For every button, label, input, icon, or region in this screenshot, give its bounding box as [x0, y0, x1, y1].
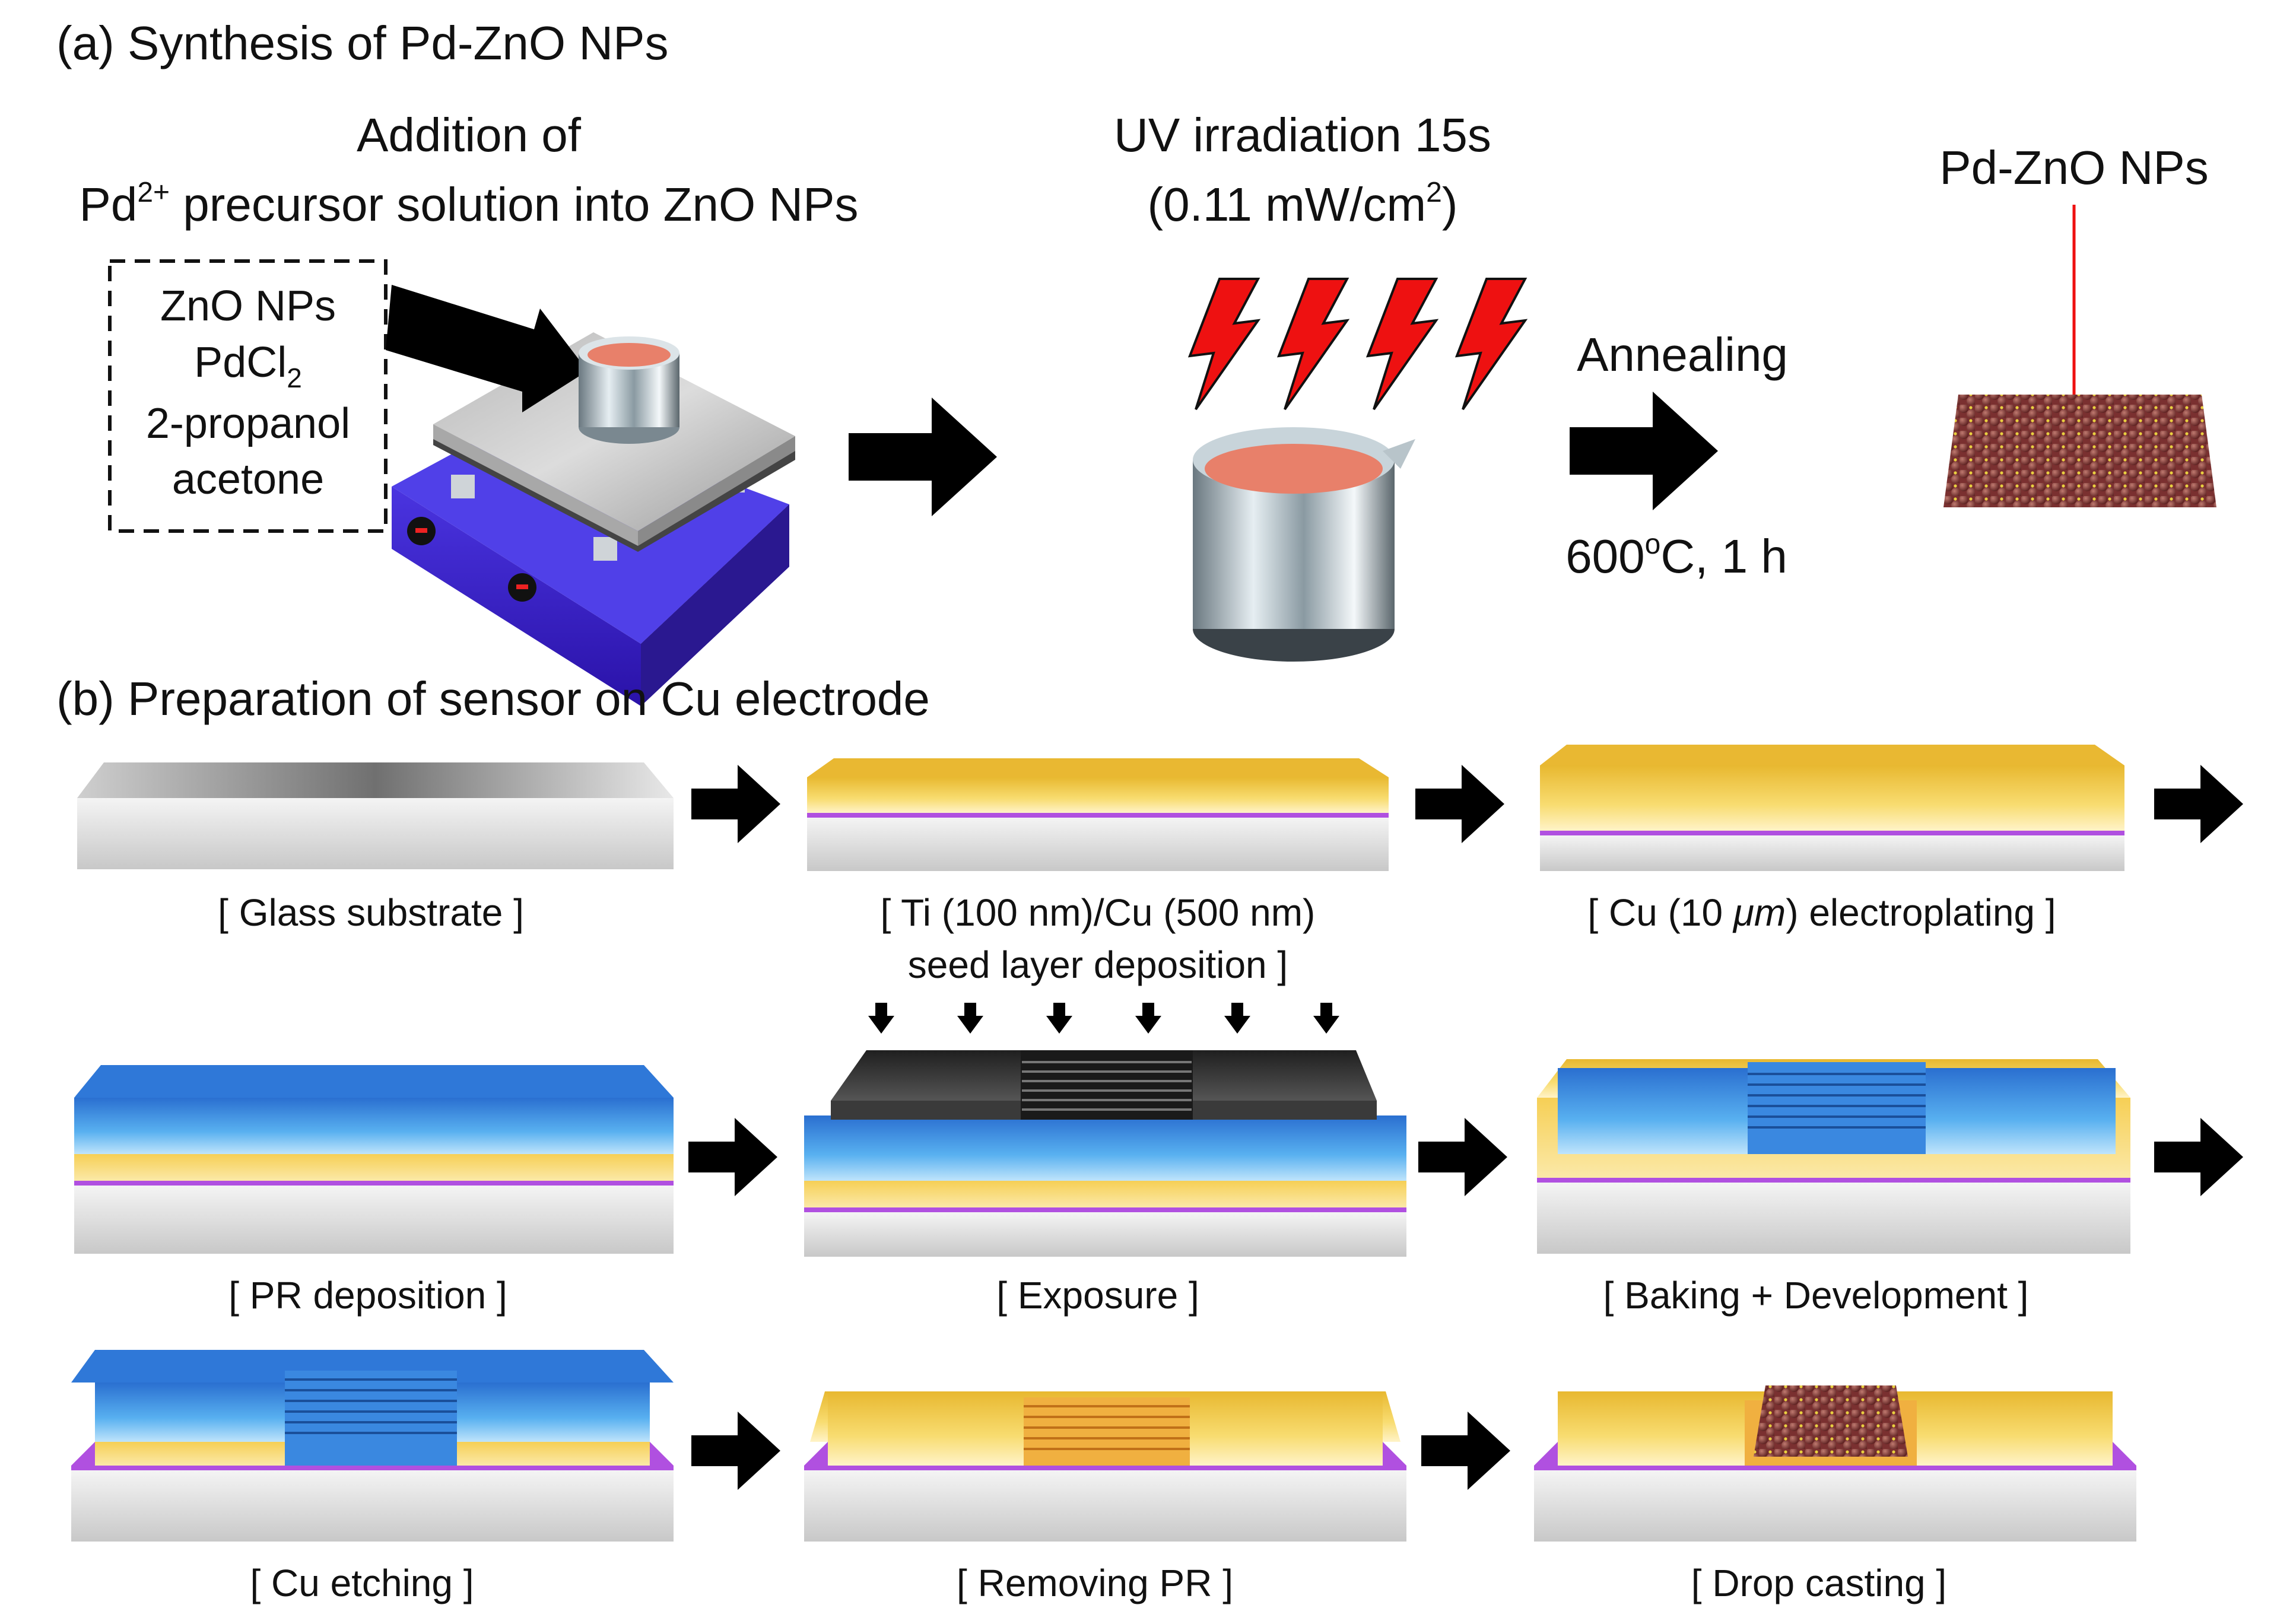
step-label-exposure: [ Exposure ]: [996, 1274, 1199, 1317]
device-baking-development: [1537, 1059, 2130, 1254]
device-cu-etching: [71, 1350, 674, 1542]
beaker: [1193, 427, 1415, 662]
drop-cast-nanoparticles: [1754, 1385, 1908, 1457]
step-label-baking-development: [ Baking + Development ]: [1603, 1274, 2029, 1317]
ingredient-propanol: 2-propanol: [146, 400, 350, 447]
uv-lightning-icon: [1187, 278, 1528, 411]
process-arrow-b5: [1418, 1118, 1507, 1196]
process-arrow-b4: [688, 1118, 777, 1196]
process-arrow-b1: [691, 765, 780, 843]
annealing-label: Annealing: [1577, 328, 1788, 381]
process-arrow-b6: [2154, 1118, 2243, 1196]
step-label-seed-layer-line1: [ Ti (100 nm)/Cu (500 nm): [881, 891, 1316, 934]
step1-caption-line2: Pd2+ precursor solution into ZnO NPs: [79, 177, 858, 231]
process-arrow-b7: [691, 1412, 780, 1490]
annealing-condition: 600oC, 1 h: [1565, 529, 1787, 583]
step1-caption-line1: Addition of: [357, 109, 582, 161]
process-arrow-b3: [2154, 765, 2243, 843]
uv-exposure-arrows: [868, 1003, 1339, 1034]
step2-caption-line1: UV irradiation 15s: [1114, 109, 1491, 161]
process-arrow-b8: [1421, 1412, 1510, 1490]
pd-zno-nanoparticle-film: [1943, 395, 2216, 507]
panel-a-title: (a) Synthesis of Pd-ZnO NPs: [56, 17, 668, 69]
product-label: Pd-ZnO NPs: [1939, 141, 2208, 194]
device-removing-pr: [804, 1391, 1406, 1542]
addition-arrow: [386, 285, 587, 412]
device-exposure: [804, 1050, 1406, 1257]
ingredients-box: [108, 259, 388, 533]
ingredient-zno: ZnO NPs: [160, 282, 336, 330]
device-glass-substrate: [77, 762, 674, 869]
step-label-pr-deposition: [ PR deposition ]: [228, 1274, 507, 1317]
device-seed-layer: [807, 758, 1389, 871]
ingredient-pdcl2: PdCl2: [194, 339, 302, 393]
device-drop-casting: [1534, 1385, 2136, 1542]
ingredient-acetone: acetone: [172, 456, 324, 503]
process-arrow-annealing: [1570, 392, 1718, 510]
device-cu-electroplating: [1540, 745, 2124, 871]
step2-caption-line2: (0.11 mW/cm2): [1148, 177, 1458, 231]
photomask-electrode-pattern: [1021, 1050, 1193, 1120]
step-label-seed-layer-line2: seed layer deposition ]: [908, 943, 1288, 986]
process-arrow-b2: [1415, 765, 1504, 843]
step-label-cu-etching: [ Cu etching ]: [250, 1562, 474, 1604]
device-pr-deposition: [74, 1065, 674, 1254]
process-arrow-a1: [849, 398, 997, 516]
step-label-removing-pr: [ Removing PR ]: [957, 1562, 1233, 1604]
step-label-electroplating: [ Cu (10 μm) electroplating ]: [1587, 891, 2056, 934]
reaction-cup: [579, 336, 679, 444]
panel-b-title: (b) Preparation of sensor on Cu electrod…: [56, 672, 930, 725]
step-label-glass-substrate: [ Glass substrate ]: [218, 891, 524, 934]
step-label-drop-casting: [ Drop casting ]: [1691, 1562, 1946, 1604]
